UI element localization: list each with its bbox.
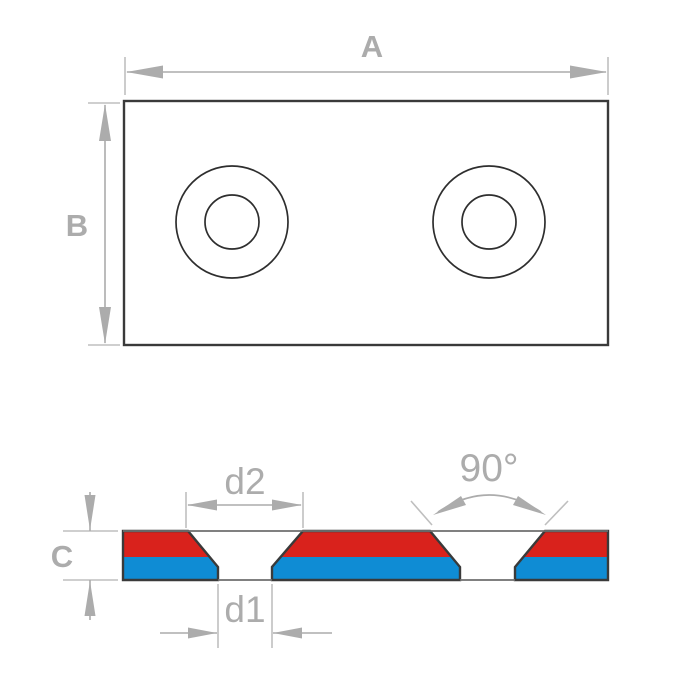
angle-extension-right: [544, 500, 569, 526]
dimension-a: A: [124, 29, 609, 95]
dimension-d1: d1: [160, 584, 332, 648]
countersink-outer-circle-left: [175, 165, 289, 279]
dimension-a-arrow-right: [570, 65, 607, 79]
dimension-c: C: [51, 492, 118, 620]
dimension-b-arrow-top: [99, 104, 111, 141]
dimension-countersink-angle: 90°: [410, 447, 569, 526]
dimension-b-arrow-bottom: [99, 307, 111, 344]
dimension-b-label: B: [66, 208, 88, 243]
dimension-b: B: [66, 102, 120, 346]
angle-arrow-right: [513, 496, 546, 515]
dimension-a-label: A: [361, 29, 383, 64]
angle-arrow-left: [433, 496, 466, 515]
through-hole-circle-left: [204, 194, 260, 250]
angle-label: 90°: [460, 447, 519, 490]
top-view-plate-outline: [122, 99, 610, 347]
countersink-outer-circle-right: [432, 165, 546, 279]
dimension-d1-arrow-right: [273, 627, 302, 639]
dimension-d1-arrow-left: [188, 627, 217, 639]
dimension-c-arrow-top: [84, 495, 96, 530]
through-hole-circle-right: [461, 194, 517, 250]
section-south-pole-band: [123, 557, 608, 580]
dimension-d2-arrow-left: [187, 499, 217, 511]
dimension-d2-label: d2: [224, 461, 265, 502]
dimension-d2-arrow-right: [272, 499, 302, 511]
dimension-a-arrow-left: [126, 65, 163, 79]
top-view-group: A B: [66, 29, 610, 347]
dimension-c-arrow-bottom: [84, 581, 96, 616]
dimension-c-label: C: [51, 539, 73, 574]
dimension-d1-label: d1: [224, 589, 265, 630]
angle-extension-left: [410, 500, 433, 526]
top-view-hole-right: [432, 165, 546, 279]
dimension-d2: d2: [185, 461, 304, 528]
cross-section-view-group: C d2 d1: [51, 447, 610, 648]
top-view-hole-left: [175, 165, 289, 279]
